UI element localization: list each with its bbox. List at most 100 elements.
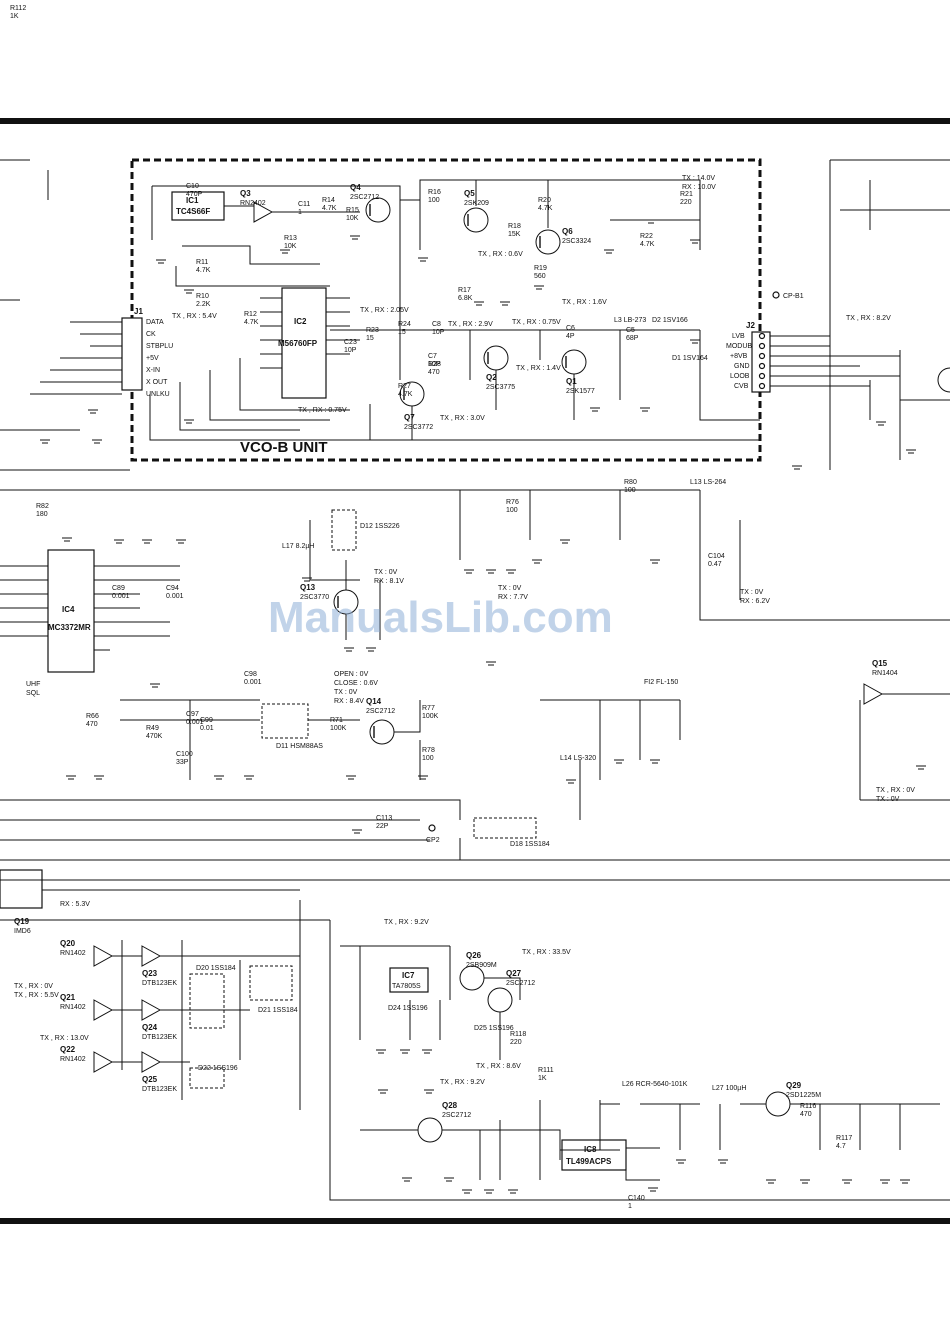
component-r66-ref: R66 xyxy=(86,713,99,720)
transistor-q15-part: RN1404 xyxy=(872,670,898,677)
component-c10-ref: C10 xyxy=(186,183,199,190)
diode-d25: D25 1SS196 xyxy=(474,1025,514,1032)
voltage-note-20: OPEN : 0V xyxy=(334,671,369,678)
transistor-q13-ref: Q13 xyxy=(300,583,316,592)
voltage-note-15: RX : 7.7V xyxy=(498,594,528,601)
vco-b-unit-title: VCO-B UNIT xyxy=(240,439,328,456)
ground-symbols xyxy=(40,219,926,1194)
diode-blocks xyxy=(0,509,537,1089)
svg-text:TA7805S: TA7805S xyxy=(392,983,421,990)
transistor-q7-part: 2SC3772 xyxy=(404,424,433,431)
component-c11-value: 1 xyxy=(298,209,302,216)
diode-d12: D12 1SS226 xyxy=(360,523,400,530)
component-r23-ref: R23 xyxy=(366,327,379,334)
component-labels: C10470PC111R144.7KR114.7KR102.2KR124.7KR… xyxy=(10,5,852,1210)
component-c100-value: 33P xyxy=(176,759,189,766)
component-c104-ref: C104 xyxy=(708,553,725,560)
component-r16-value: 100 xyxy=(428,197,440,204)
voltage-note-31: TX , RX : 33.5V xyxy=(522,949,571,956)
j1-body xyxy=(121,317,143,391)
component-c7-ref: C7 xyxy=(428,353,437,360)
filter-fi2: FI2 FL-150 xyxy=(644,679,678,686)
component-c6-ref: C6 xyxy=(566,325,575,332)
voltage-note-5: TX , RX : 1.6V xyxy=(562,299,607,306)
inductor-l17: L17 8.2µH xyxy=(282,543,314,550)
component-c94-value: 0.001 xyxy=(166,593,184,600)
component-c98-value: 0.001 xyxy=(244,679,262,686)
transistor-q15-ref: Q15 xyxy=(872,659,888,668)
component-r76-value: 100 xyxy=(506,507,518,514)
component-r19-value: 560 xyxy=(534,273,546,280)
component-r28-ref: R28 xyxy=(428,361,441,368)
voltage-note-14: TX : 0V xyxy=(498,585,522,592)
voltage-note-30: TX , RX : 9.2V xyxy=(384,919,429,926)
voltage-note-19: SQL xyxy=(26,690,40,697)
component-r15-value: 10K xyxy=(346,215,359,222)
diode-d22: D22 1SS196 xyxy=(198,1065,238,1072)
component-r27-value: 4.7K xyxy=(398,391,413,398)
test-point-cp2: CP2 xyxy=(426,837,440,844)
connector-j1: J1 DATA CK STBPLU +5V X-IN X OUT UNLKU xyxy=(30,307,173,398)
test-point-cp2-icon xyxy=(428,824,436,832)
component-r77-value: 100K xyxy=(422,713,439,720)
diode-d11: D11 HSM88AS xyxy=(276,743,323,750)
transistor-q3-part: RN2402 xyxy=(240,200,266,207)
transistor-q6-ref: Q6 xyxy=(562,227,573,236)
transistor-q28-part: 2SC2712 xyxy=(442,1112,471,1119)
component-r116-value: 470 xyxy=(800,1111,812,1118)
voltage-note-32: TX , RX : 8.6V xyxy=(476,1063,521,1070)
component-c6-value: 4P xyxy=(566,333,575,340)
component-r24-value: 15 xyxy=(398,329,406,336)
j2-pin-gnd: GND xyxy=(734,363,750,370)
svg-text:TC4S66F: TC4S66F xyxy=(176,207,210,216)
component-r49-value: 470K xyxy=(146,733,163,740)
component-r20-ref: R20 xyxy=(538,197,551,204)
diode-d2: D2 1SV166 xyxy=(652,317,688,324)
component-r10-ref: R10 xyxy=(196,293,209,300)
voltage-note-9: TX , RX : 3.0V xyxy=(440,415,485,422)
voltage-note-8: TX , RX : 1.4V xyxy=(516,365,561,372)
voltage-note-26: RX : 5.3V xyxy=(60,901,90,908)
component-c5-ref: C5 xyxy=(626,327,635,334)
transistor-q26-part: 2SB909M xyxy=(466,962,497,969)
voltage-note-13: RX : 8.1V xyxy=(374,578,404,585)
transistor-q6-part: 2SC3324 xyxy=(562,238,591,245)
component-c23-value: 10P xyxy=(344,347,357,354)
j1-pin-xin: X-IN xyxy=(146,367,160,374)
component-r15-ref: R15 xyxy=(346,207,359,214)
transistor-q3-ref: Q3 xyxy=(240,189,251,198)
diode-d21: D21 1SS184 xyxy=(258,1007,298,1014)
svg-text:IC1: IC1 xyxy=(186,196,199,205)
component-c89-ref: C89 xyxy=(112,585,125,592)
component-r11-ref: R11 xyxy=(196,259,208,266)
component-r21-value: 220 xyxy=(680,199,692,206)
component-r76-ref: R76 xyxy=(506,499,519,506)
transistor-q26-ref: Q26 xyxy=(466,951,482,960)
component-r23-value: 15 xyxy=(366,335,374,342)
voltage-note-28: TX , RX : 5.5V xyxy=(14,992,59,999)
ic7: IC7 TA7805S xyxy=(389,967,429,993)
voltage-note-10: TX , RX : 0.75V xyxy=(298,407,347,414)
top-border-bar xyxy=(0,118,950,124)
voltage-note-16: TX : 0V xyxy=(740,589,764,596)
transistor-q4-part: 2SC2712 xyxy=(350,194,379,201)
transistor-q2-ref: Q2 xyxy=(486,373,497,382)
component-r14-ref: R14 xyxy=(322,197,335,204)
diode-d24: D24 1SS196 xyxy=(388,1005,428,1012)
component-r49-ref: R49 xyxy=(146,725,159,732)
component-r117-ref: R117 xyxy=(836,1135,852,1142)
transistor-q2-part: 2SC3775 xyxy=(486,384,515,391)
transistor-q28-ref: Q28 xyxy=(442,1101,458,1110)
j1-pin-5v: +5V xyxy=(146,355,159,362)
component-r18-value: 15K xyxy=(508,231,521,238)
component-r10-value: 2.2K xyxy=(196,301,211,308)
transistor-q4-ref: Q4 xyxy=(350,183,361,192)
component-c104-value: 0.47 xyxy=(708,561,722,568)
j2-pin-lvb: LVB xyxy=(732,333,745,340)
component-r77-ref: R77 xyxy=(422,705,435,712)
inductor-l3: L3 LB-273 xyxy=(614,317,646,324)
voltage-note-12: TX : 0V xyxy=(374,569,398,576)
component-r21-ref: R21 xyxy=(680,191,693,198)
